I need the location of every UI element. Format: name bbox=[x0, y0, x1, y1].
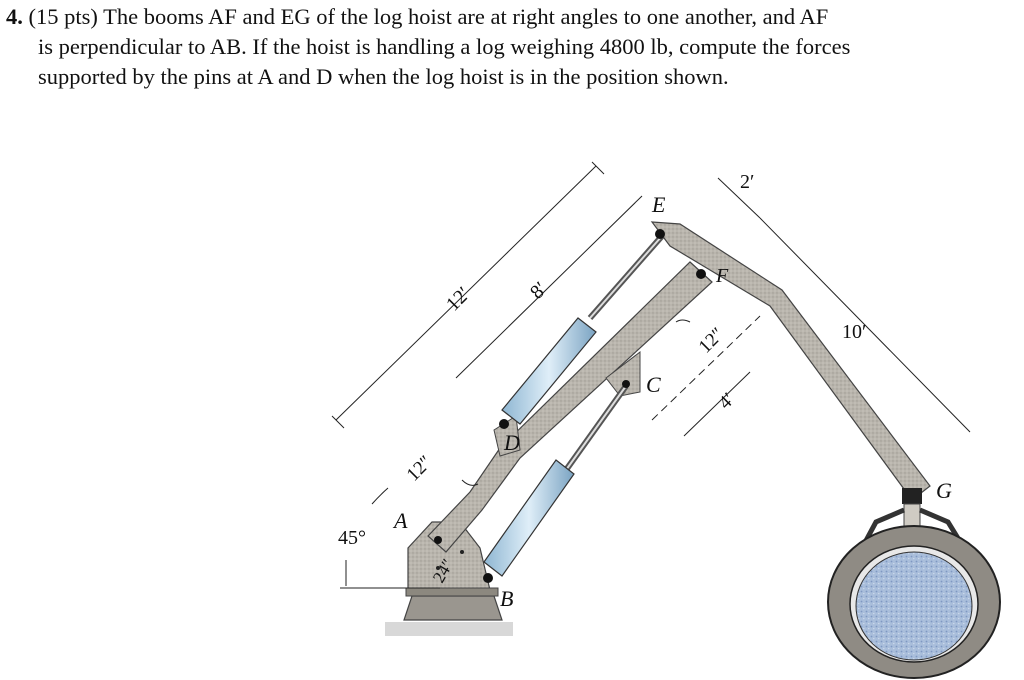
label-e: E bbox=[651, 192, 666, 217]
ground bbox=[385, 622, 513, 636]
dim-boom-eg-length: 10′ bbox=[842, 321, 866, 343]
dim-upper-span: 8′ bbox=[526, 278, 552, 304]
dim-tip-offset: 2′ bbox=[740, 171, 754, 193]
label-g: G bbox=[936, 478, 952, 503]
label-c: C bbox=[646, 372, 661, 397]
label-d: D bbox=[503, 430, 520, 455]
log bbox=[827, 525, 1001, 679]
dim-angle: 45° bbox=[338, 527, 366, 549]
pin-b bbox=[483, 573, 493, 583]
dim-boom-length: 12′ bbox=[442, 283, 475, 316]
problem-line-2: is perpendicular to AB. If the hoist is … bbox=[38, 34, 851, 59]
problem-number: 4. bbox=[6, 4, 23, 29]
boom-af bbox=[427, 261, 713, 553]
pin-a bbox=[434, 536, 442, 544]
cylinder-bc bbox=[483, 384, 629, 577]
problem-line-3: supported by the pins at A and D when th… bbox=[38, 64, 729, 89]
label-f: F bbox=[715, 265, 729, 287]
problem-text-1: (15 pts) The booms AF and EG of the log … bbox=[28, 4, 829, 29]
pin-f bbox=[696, 269, 706, 279]
dim-lower-span: 4′ bbox=[715, 389, 740, 414]
label-a: A bbox=[392, 508, 408, 533]
pin-c bbox=[622, 380, 630, 388]
dim-pin-offset-d: 12″ bbox=[403, 452, 437, 486]
pin-d bbox=[499, 419, 509, 429]
hoist-base bbox=[403, 521, 503, 621]
dim-pin-offset-f: 12″ bbox=[695, 324, 729, 358]
pin-e bbox=[655, 229, 665, 239]
boom-eg bbox=[650, 221, 931, 501]
problem-statement: 4. (15 pts) The booms AF and EG of the l… bbox=[6, 2, 1006, 92]
problem-line-1: 4. (15 pts) The booms AF and EG of the l… bbox=[6, 2, 1006, 32]
dimension-lines bbox=[331, 161, 971, 589]
cylinder-de bbox=[501, 234, 665, 425]
label-b: B bbox=[500, 586, 513, 611]
